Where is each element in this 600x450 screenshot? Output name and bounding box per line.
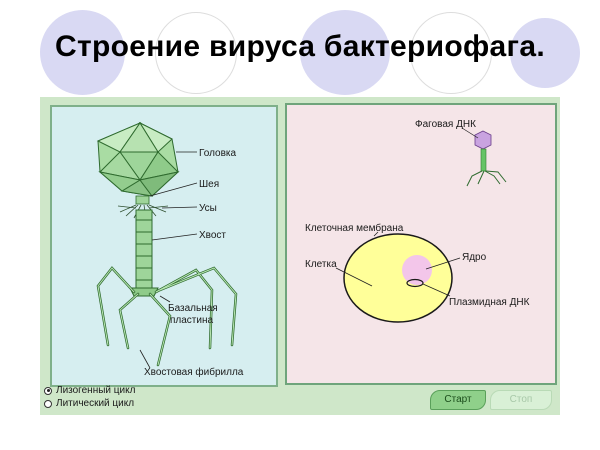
label-neck: Шея	[199, 179, 219, 190]
label-cell-membrane: Клеточная мембрана	[305, 222, 404, 234]
phage-head	[96, 121, 180, 197]
stop-button[interactable]: Стоп	[490, 390, 552, 410]
option-lysogenic-label: Лизогенный цикл	[56, 385, 136, 396]
option-lysogenic[interactable]: Лизогенный цикл	[44, 384, 294, 397]
decor-circle	[410, 12, 492, 94]
label-cell: Клетка	[305, 259, 337, 270]
label-base-plate-2: пластина	[170, 315, 214, 326]
option-lytic-label: Литический цикл	[56, 398, 135, 409]
label-whiskers: Усы	[199, 203, 217, 214]
decor-circle	[155, 12, 237, 94]
label-nucleus: Ядро	[462, 252, 487, 263]
label-tail: Хвост	[199, 230, 226, 241]
start-button[interactable]: Старт	[430, 390, 486, 410]
decor-circle	[300, 10, 390, 95]
plasmid-dna	[406, 278, 424, 288]
label-plasmid: Плазмидная ДНК	[449, 297, 530, 308]
option-lytic[interactable]: Литический цикл	[44, 397, 294, 410]
phage-tail	[129, 209, 159, 297]
small-phage	[466, 130, 507, 187]
label-phage-dna: Фаговая ДНК	[415, 119, 476, 130]
radio-checked-icon[interactable]	[44, 386, 52, 395]
cycle-selector: Лизогенный цикл Литический цикл	[44, 384, 294, 410]
decor-circle	[40, 10, 125, 95]
page-title: Строение вируса бактериофага.	[55, 30, 545, 63]
phage-tail-fibers	[96, 266, 238, 367]
label-base-plate-1: Базальная	[168, 303, 218, 314]
bacterial-cell	[343, 233, 453, 323]
label-tail-fiber: Хвостовая фибрилла	[144, 366, 244, 378]
decor-circle	[510, 18, 580, 88]
cell-nucleus	[402, 255, 432, 285]
radio-empty-icon[interactable]	[44, 399, 52, 408]
label-head: Головка	[199, 148, 237, 159]
